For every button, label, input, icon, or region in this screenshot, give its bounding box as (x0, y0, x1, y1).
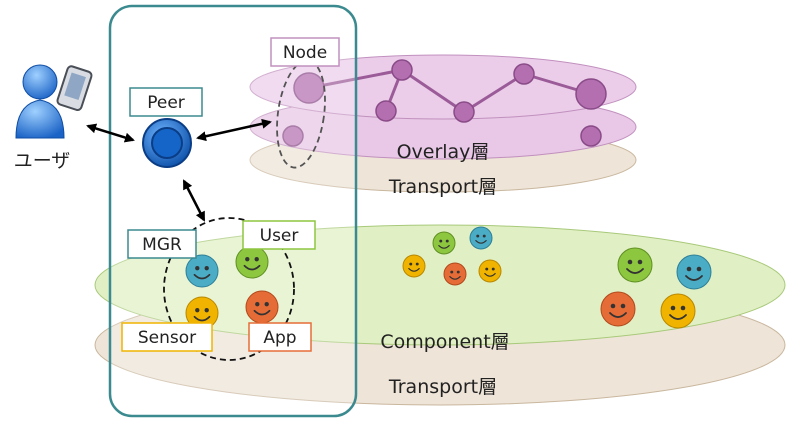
peer-components (163, 217, 295, 361)
user-icon (15, 64, 65, 139)
overlay-node (580, 125, 602, 147)
user-component-label: User (260, 226, 299, 246)
overlay-node (453, 101, 475, 123)
user-component-smiley-icon (235, 245, 269, 279)
mgr-label: MGR (142, 235, 182, 255)
top-layers: Overlay層 Transport層 (249, 54, 637, 198)
overlay-node (575, 78, 607, 110)
label-boxes: Peer Node MGR User Sensor App (121, 37, 340, 352)
user-label: ユーザ (14, 150, 71, 172)
smiley-icon (600, 291, 636, 327)
phone-icon (56, 65, 93, 111)
peer-node-arrow (196, 118, 272, 142)
overlay-node (391, 59, 413, 81)
smiley-icon (478, 259, 502, 283)
arrows (86, 118, 272, 222)
overlay-node (375, 100, 397, 122)
user-peer-arrow (86, 123, 135, 143)
overlay-node (513, 63, 535, 85)
smiley-icon (469, 226, 493, 250)
smiley-icon (402, 254, 426, 278)
app-smiley-icon (245, 290, 279, 324)
overlay-layer-label: Overlay層 (397, 141, 490, 163)
component-layer-label: Component層 (380, 331, 509, 353)
sensor-label: Sensor (138, 328, 196, 348)
smiley-icon (432, 231, 456, 255)
smiley-icon (660, 293, 696, 329)
component-faces (402, 226, 712, 329)
peer-label: Peer (147, 93, 185, 113)
smiley-icon (617, 247, 653, 283)
app-label: App (263, 328, 296, 348)
overlay-layer (249, 54, 637, 120)
peer-container (108, 4, 358, 418)
overlay-node (282, 125, 304, 147)
peer-icon (142, 118, 192, 168)
smiley-icon (443, 262, 467, 286)
transport-layer-bottom-label: Transport層 (388, 376, 497, 398)
peer-component-arrow (182, 179, 206, 222)
smiley-icon (676, 254, 712, 290)
node-group-outline (276, 59, 326, 169)
mgr-smiley-icon (185, 254, 219, 288)
node-label: Node (283, 43, 327, 63)
component-group-outline (163, 217, 295, 361)
transport-layer-top-label: Transport層 (388, 176, 497, 198)
